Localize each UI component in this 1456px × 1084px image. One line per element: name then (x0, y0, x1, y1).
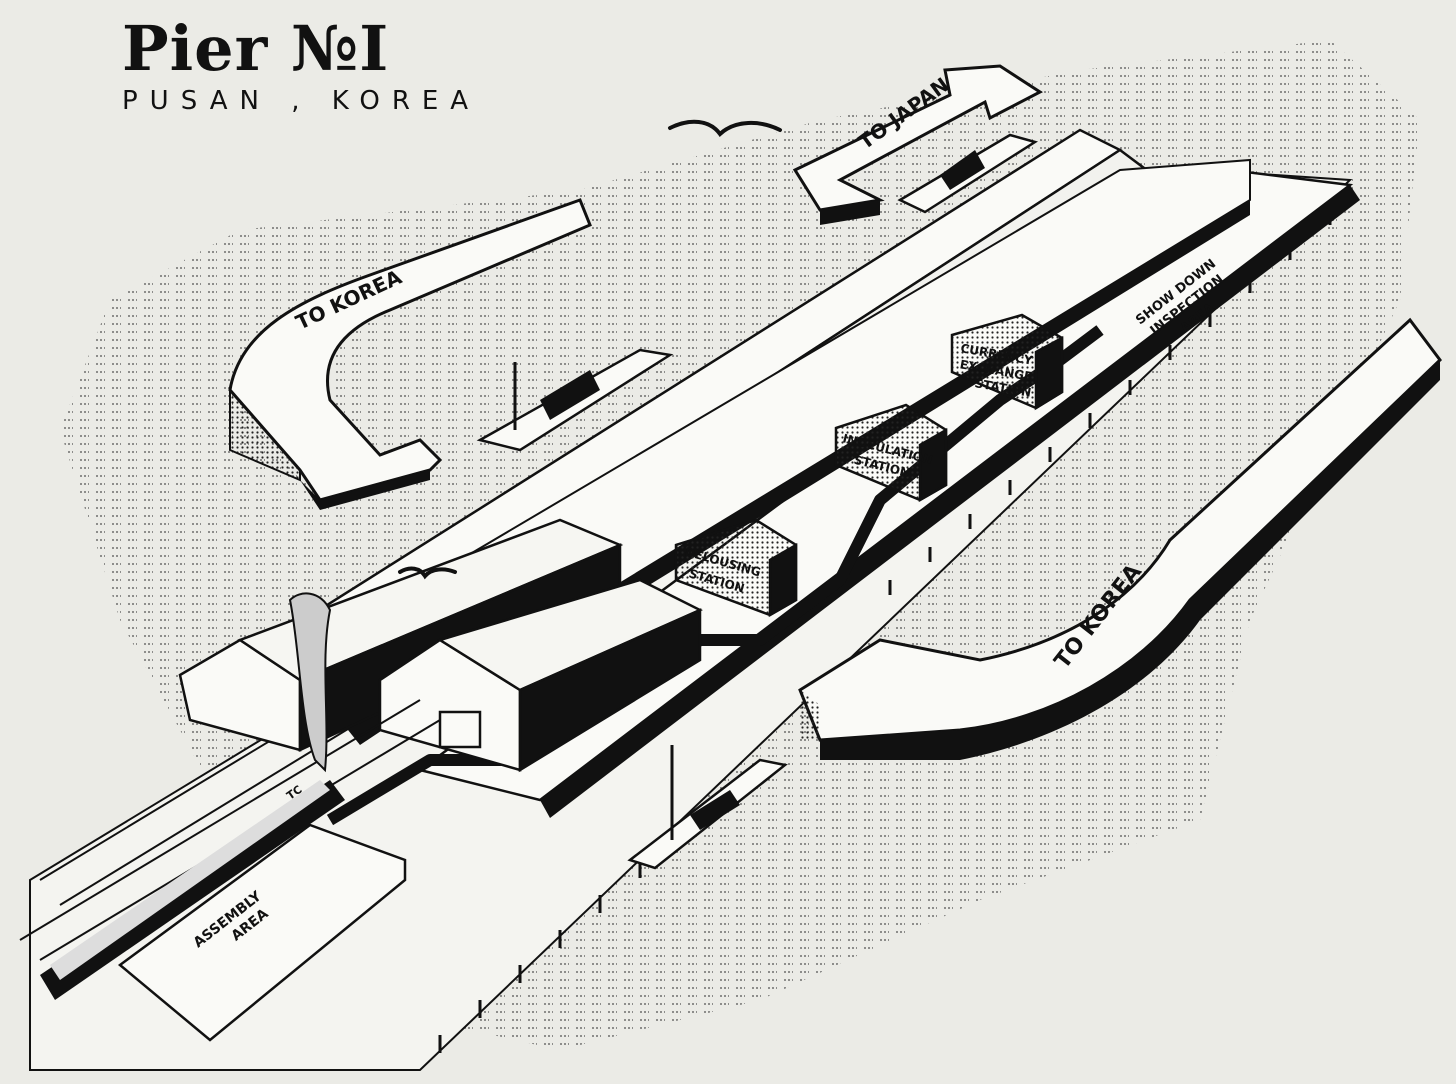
title-block: Pier №I PUSAN , KOREA (122, 12, 481, 116)
delousing-station-booth (674, 518, 798, 618)
inoculation-station-booth (834, 403, 948, 503)
ship-top (897, 133, 1039, 214)
fence-posts (438, 210, 1332, 1053)
seagull-icon (398, 119, 782, 580)
currency-station-booth (950, 313, 1064, 411)
arrow-to-korea-right (798, 317, 1442, 760)
arrow-to-japan (792, 64, 1043, 225)
page-title: Pier №I (122, 12, 390, 85)
arrow-to-korea-left (228, 198, 592, 510)
railroad-train (19, 592, 441, 1000)
ship-left (476, 348, 674, 452)
page-subtitle: PUSAN , KOREA (122, 86, 481, 116)
ship-bottom (627, 745, 788, 870)
front-warehouses (178, 518, 703, 773)
assembly-area (117, 823, 407, 1042)
